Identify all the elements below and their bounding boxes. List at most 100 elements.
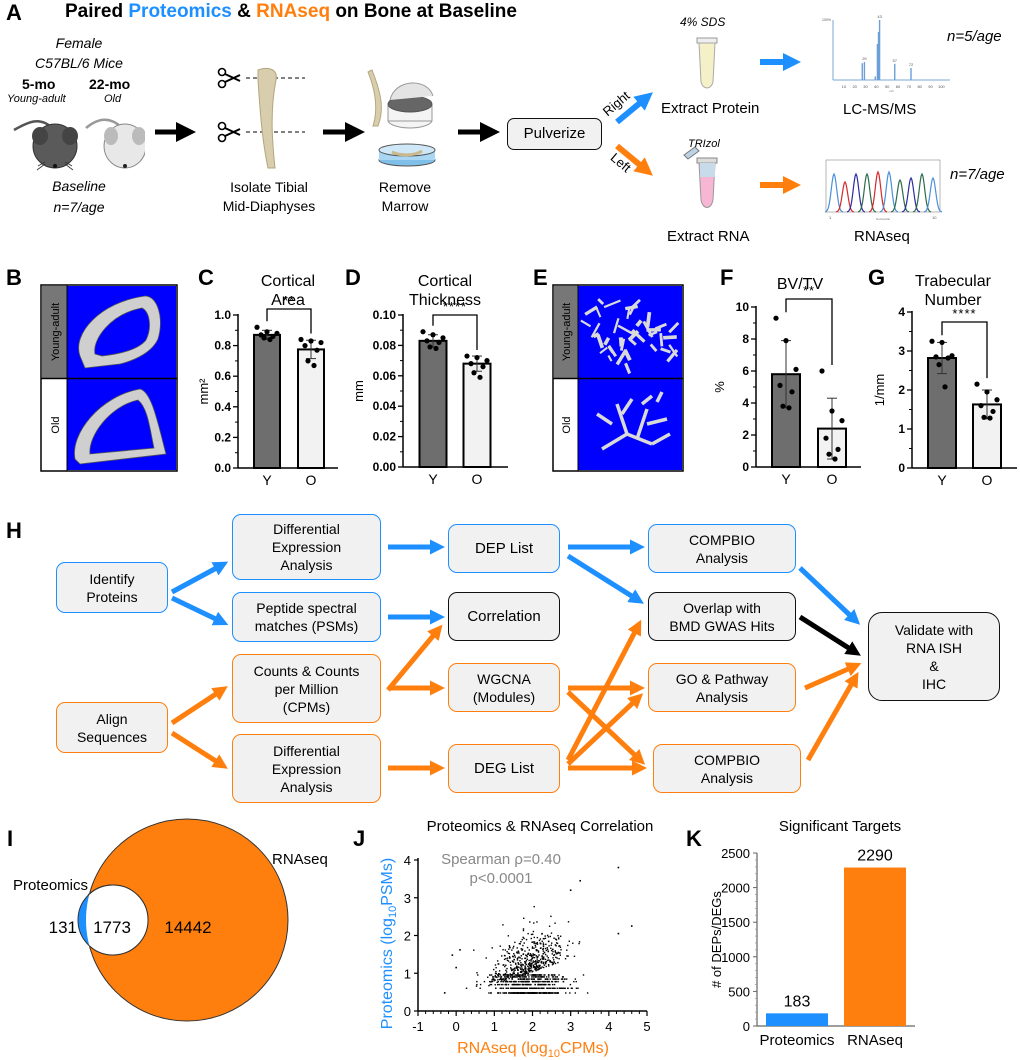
scatter-point — [564, 978, 566, 980]
scatter-point — [523, 978, 526, 980]
scatter-point — [521, 980, 524, 983]
scatter-point — [557, 978, 559, 980]
scatter-point — [535, 969, 537, 972]
data-point — [832, 456, 838, 462]
strain-label: C57BL/6 Mice — [35, 55, 123, 71]
venn-count-rnaseq-only: 14442 — [164, 918, 211, 937]
scatter-point — [509, 987, 512, 989]
scatter-point — [554, 992, 557, 994]
bar-O — [297, 348, 325, 469]
scatter-point — [443, 992, 446, 994]
trabecula — [668, 321, 680, 334]
scatter-point — [535, 980, 538, 983]
scatter-point — [543, 992, 546, 994]
flow-arrow — [565, 619, 642, 762]
scatter-point — [540, 961, 542, 964]
scatter-point — [537, 980, 539, 983]
panel-label-b: B — [6, 265, 22, 290]
bone-segment-icon — [367, 69, 382, 127]
scatter-point — [531, 976, 533, 978]
scatter-point — [503, 979, 505, 982]
bar-RNAseq — [844, 867, 906, 1026]
scatter-point — [479, 983, 482, 986]
bar-value-label: 2290 — [857, 848, 893, 865]
scatter-point — [554, 978, 556, 980]
scatter-point — [513, 959, 515, 961]
box-psms: Peptide spectral matches (PSMs) — [232, 592, 381, 642]
scatter-point — [514, 983, 517, 986]
scatter-point — [498, 978, 501, 981]
scatter-point — [521, 958, 523, 960]
scatter-point — [516, 952, 518, 954]
data-point — [267, 336, 273, 343]
ct-row-label-old: Old — [50, 416, 62, 433]
scatter-point — [545, 963, 547, 965]
x-tick-label: 3 — [567, 1019, 574, 1034]
scatter-point — [533, 936, 535, 939]
scatter-point — [533, 922, 535, 924]
flow-arrow — [566, 690, 646, 765]
scatter-point — [525, 963, 528, 965]
x-tick-label: 0 — [453, 1019, 460, 1034]
scatter-point — [500, 987, 503, 989]
scatter-point — [557, 934, 559, 937]
data-point — [424, 338, 430, 344]
scatter-point — [546, 955, 548, 957]
trabecula — [584, 305, 599, 316]
trabecula — [654, 322, 667, 330]
scatter-point — [515, 963, 517, 965]
old-label: Old — [104, 93, 122, 105]
scatter-point — [554, 944, 557, 946]
scatter-point — [502, 964, 504, 966]
data-point — [981, 414, 987, 420]
scatter-point — [494, 976, 497, 978]
scatter-point — [522, 968, 525, 971]
significance-bracket — [432, 314, 478, 351]
scatter-point — [539, 978, 541, 980]
scatter-point — [533, 965, 536, 968]
scatter-point — [518, 975, 521, 977]
flow-arrow — [170, 730, 228, 769]
data-point — [939, 339, 945, 346]
scatter-point — [512, 976, 514, 978]
scatter-point — [540, 976, 542, 978]
scatter-point — [521, 992, 523, 994]
scatter-point — [524, 983, 527, 986]
bar-Y — [253, 333, 281, 469]
scatter-point — [532, 964, 535, 966]
panel-label-d: D — [345, 265, 361, 290]
scatter-point — [542, 956, 544, 958]
trabecula — [615, 403, 629, 435]
scatter-point — [507, 974, 509, 976]
y-tick-label: 2500 — [721, 846, 750, 861]
scatter-point — [536, 974, 538, 976]
scatter-point — [521, 949, 523, 951]
y-tick-label: 0.04 — [373, 399, 397, 413]
trabecular-ct-images: Young-adult Old — [552, 284, 684, 472]
flow-arrow — [798, 614, 861, 656]
data-point — [477, 374, 483, 380]
scatter-point — [525, 976, 527, 978]
scatter-point — [514, 941, 516, 944]
scatter-point — [490, 974, 493, 976]
scatter-point — [518, 974, 521, 976]
scatter-point — [572, 942, 574, 944]
scatter-point — [532, 941, 534, 943]
scatter-point — [630, 925, 633, 927]
chart-title: Thickness — [409, 292, 481, 309]
scatter-point — [541, 932, 543, 935]
remove-line2: Marrow — [381, 198, 429, 214]
scatter-point — [530, 969, 532, 972]
scatter-point — [507, 983, 510, 986]
trabecula — [599, 346, 608, 354]
y-tick-label: 0.00 — [373, 460, 397, 474]
scatter-point — [523, 961, 526, 963]
scatter-point — [504, 949, 507, 951]
scatter-point — [522, 992, 524, 994]
scatter-point — [567, 987, 569, 989]
scatter-point — [571, 987, 573, 989]
ms-peak-label: 57 — [893, 58, 898, 63]
scatter-point — [475, 985, 478, 987]
scatter-point — [507, 960, 510, 962]
